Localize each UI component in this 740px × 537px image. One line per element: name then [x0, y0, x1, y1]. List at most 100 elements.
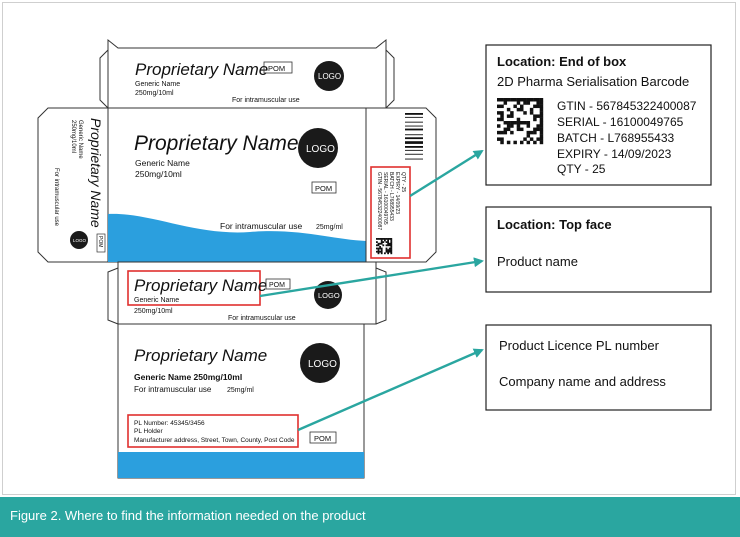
datamatrix-cell [526, 98, 531, 102]
datamatrix-cell [388, 250, 391, 253]
datamatrix-cell [516, 127, 521, 132]
top-face-tab-left [107, 267, 119, 325]
left-side-logo [70, 231, 88, 249]
right-side-datamatrix [376, 238, 393, 255]
datamatrix-cell [379, 246, 381, 248]
datamatrix-cell [497, 137, 501, 141]
back-face-address: Manufacturer address, Street, Town, Coun… [134, 437, 295, 444]
datamatrix-cell [520, 107, 524, 112]
left-side-pom: POM [97, 236, 103, 247]
barcode-bar [405, 113, 423, 115]
datamatrix-cell [380, 242, 383, 245]
datamatrix-cell [533, 98, 537, 102]
top-face-tab-right [375, 267, 387, 325]
top-face-logo [314, 281, 342, 309]
callout-top-face [485, 206, 712, 293]
top-face-proprietary-name: Proprietary Name [134, 276, 267, 295]
datamatrix-cell [497, 111, 501, 115]
barcode-bar [405, 146, 423, 148]
datamatrix-cell [497, 130, 501, 135]
right-side-expiry: EXPIRY - 14/09/23 [394, 172, 400, 214]
datamatrix-cell [500, 104, 504, 109]
top-face-strength: 250mg/10ml [134, 308, 173, 315]
datamatrix-cell [539, 121, 544, 125]
datamatrix-cell [390, 247, 393, 250]
datamatrix-cell [379, 250, 381, 253]
top-flap-tab [99, 49, 109, 109]
datamatrix-cell [376, 244, 378, 247]
datamatrix-cell [384, 239, 386, 242]
datamatrix-cell [500, 137, 504, 141]
callout-end-of-box-title: Location: End of box [497, 54, 627, 69]
datamatrix-cell [516, 107, 521, 112]
datamatrix-cell [516, 124, 521, 128]
datamatrix-cell [523, 101, 527, 105]
datamatrix-cell [377, 244, 380, 247]
front-face-logo-text: LOGO [306, 144, 335, 155]
datamatrix-cell [387, 244, 389, 247]
datamatrix-cell [382, 238, 385, 240]
left-side-pom-box [96, 233, 106, 253]
datamatrix-cell [539, 98, 544, 102]
datamatrix-cell [513, 121, 517, 125]
datamatrix-cell [500, 114, 504, 118]
datamatrix-cell [526, 130, 531, 135]
top-flap-pom: POM [268, 64, 285, 73]
linear-barcode [405, 113, 423, 160]
datamatrix-cell [390, 249, 393, 251]
datamatrix-cell [388, 249, 391, 251]
datamatrix-cell [533, 114, 537, 118]
datamatrix-cell [385, 241, 388, 243]
datamatrix-cell [379, 247, 381, 250]
barcode-bar [405, 116, 423, 118]
datamatrix-cell [388, 244, 391, 247]
datamatrix-cell [387, 250, 389, 253]
callout-qty: QTY - 25 [557, 162, 606, 176]
datamatrix-cell [506, 124, 511, 128]
datamatrix-cell [539, 101, 544, 105]
right-side-serial: SERIAL - 16100049765 [382, 172, 388, 225]
datamatrix-cell [506, 127, 511, 132]
barcode-bar [405, 121, 423, 123]
datamatrix-cell [377, 252, 380, 255]
datamatrix-cell [377, 249, 380, 251]
datamatrix-cell [526, 124, 531, 128]
datamatrix-cell [376, 247, 378, 250]
datamatrix-cell [500, 117, 504, 122]
datamatrix-cell [529, 107, 534, 112]
arrow-licence [297, 348, 484, 432]
datamatrix-cell [382, 241, 385, 243]
datamatrix-cell [533, 140, 537, 145]
datamatrix-cell [513, 140, 517, 145]
datamatrix-cell [377, 242, 380, 245]
callout-licence-line2: Company name and address [499, 374, 666, 389]
datamatrix-cell [390, 242, 393, 245]
datamatrix-cell [510, 130, 514, 135]
datamatrix-cell [384, 252, 386, 255]
barcode-bar [405, 134, 423, 136]
barcode-bar [405, 128, 423, 131]
right-side-serial-text: GTIN - 567845322400087 SERIAL - 16100049… [376, 172, 406, 230]
datamatrix-cell [380, 238, 383, 240]
datamatrix-cell [536, 127, 540, 132]
front-face-pom: POM [315, 184, 332, 193]
figure-caption: Figure 2. Where to find the information … [10, 508, 366, 523]
datamatrix-cell [539, 117, 544, 122]
top-face-route: For intramuscular use [228, 315, 296, 322]
datamatrix-cell [376, 250, 378, 253]
top-flap-strength: 250mg/10ml [135, 90, 174, 97]
datamatrix-cell [523, 111, 527, 115]
datamatrix-cell [526, 121, 531, 125]
top-face-panel [117, 261, 377, 325]
callout-gtin: GTIN - 567845322400087 [557, 99, 697, 113]
datamatrix-cell [503, 101, 508, 105]
datamatrix-cell [533, 127, 537, 132]
datamatrix-cell [390, 238, 393, 240]
datamatrix-cell [529, 137, 534, 141]
datamatrix-cell [385, 250, 388, 253]
datamatrix-cell [388, 238, 391, 240]
back-face-pom-box [309, 431, 337, 444]
callout-licence [485, 324, 712, 411]
datamatrix-cell [536, 114, 540, 118]
datamatrix-cell [387, 252, 389, 255]
